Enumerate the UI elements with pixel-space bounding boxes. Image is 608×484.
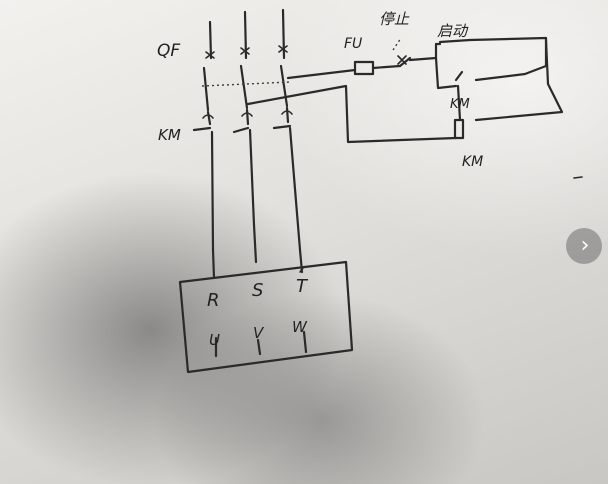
label-start: 启动 [437, 22, 469, 40]
label-terminal-t: T [296, 276, 309, 297]
label-km-main: KM [158, 126, 181, 144]
fuse-fu-symbol [353, 60, 375, 76]
breaker-qf [201, 8, 291, 112]
label-terminal-w: W [292, 318, 308, 336]
label-km-holding: KM [450, 97, 470, 112]
label-fu: FU [344, 36, 362, 52]
label-qf: QF [157, 41, 180, 61]
coil-km-symbol [453, 118, 465, 140]
contactor-km-main [192, 106, 302, 252]
label-terminal-u: U [209, 331, 220, 349]
stray-mark [573, 176, 583, 179]
label-km-coil: KM [462, 154, 483, 170]
chevron-right-icon: › [580, 233, 590, 258]
next-image-button[interactable]: › [566, 228, 602, 264]
label-terminal-v: V [253, 324, 265, 342]
wire-s [252, 223, 258, 264]
label-terminal-r: R [207, 290, 220, 311]
motor-terminal-box [178, 260, 354, 374]
label-terminal-s: S [252, 280, 263, 301]
wire-r [211, 248, 216, 280]
label-stop: 停止 [379, 10, 410, 28]
control-circuit [246, 36, 564, 144]
